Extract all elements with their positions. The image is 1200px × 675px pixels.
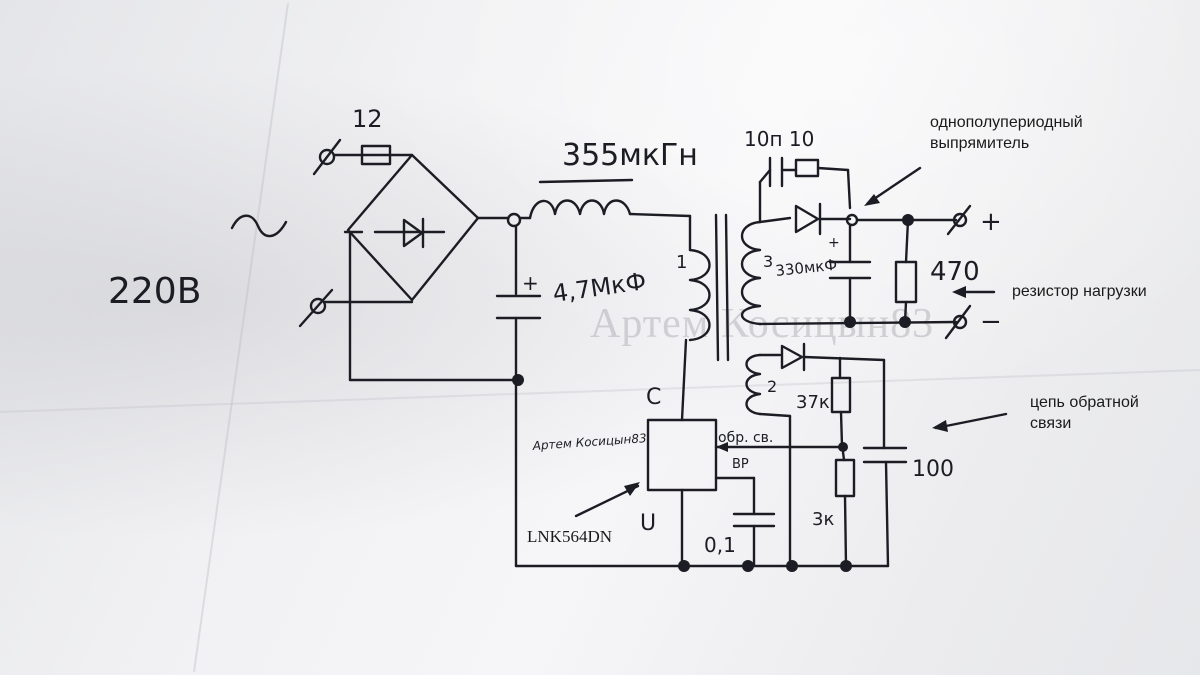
ic-part-number: LNK564DN (527, 527, 612, 546)
output-terminal-minus (952, 314, 968, 330)
node-positive-rail (506, 212, 522, 228)
output-diode-icon (794, 204, 820, 234)
junction-dot (512, 374, 524, 386)
load-resistor (894, 260, 918, 304)
ic-pin-bp-label: BP (732, 457, 749, 472)
ic-author-scribble: Артем Косицын83 (531, 431, 647, 453)
input-terminal-top (318, 148, 336, 166)
feedback-winding (745, 353, 762, 416)
rectifier-pointer-arrowhead (864, 194, 880, 206)
ic-pin-u-label: U (640, 511, 656, 536)
junction-dot (840, 560, 852, 572)
load-annotation: резистор нагрузки (1012, 283, 1147, 300)
feedback-resistor-top-label: 37к (796, 392, 830, 413)
bp-cap-label: 0,1 (704, 533, 736, 557)
terminal-slash (312, 138, 342, 176)
rectifier-annotation: однополупериодный выпрямитель (930, 112, 1130, 154)
feedback-cap-label: 100 (912, 457, 954, 482)
feedback-resistor-bottom (834, 458, 856, 498)
transformer-core-left (714, 213, 720, 362)
output-minus-sign: − (980, 307, 1002, 337)
output-terminal-plus (952, 212, 968, 228)
output-negative-rail (758, 320, 958, 326)
feedback-diode-icon (780, 344, 804, 370)
terminal-slash (298, 288, 334, 328)
secondary-winding (740, 220, 762, 326)
bulk-capacitor-label: 4,7МкФ (551, 267, 648, 308)
ic-pin-c-label: C (646, 385, 661, 410)
junction-dot (742, 560, 754, 572)
feedback-annotation: цепь обратной связи (1030, 392, 1170, 434)
rectifier-pointer-arrow (866, 166, 922, 205)
bridge-diode-icon (402, 218, 424, 248)
fb-arrow-icon (716, 442, 728, 452)
winding-3-label: 3 (763, 252, 773, 271)
ic-lnk564 (646, 418, 718, 492)
input-inductor (528, 199, 632, 220)
input-voltage-label: 220B (108, 271, 201, 312)
inductor-label: 355мкГн (562, 138, 698, 173)
input-terminal-bottom (309, 297, 327, 315)
output-cap-polarity: + (828, 235, 840, 251)
rectifier-annotation-text: однополупериодный выпрямитель (930, 114, 1083, 152)
snubber-cap-label: 10п 10 (744, 127, 814, 151)
output-capacitor-label: 330мкФ (775, 256, 839, 280)
bulk-cap-polarity: + (522, 271, 539, 295)
inductor-arrow-line (538, 178, 634, 184)
bridge-rectifier (346, 153, 480, 302)
feedback-resistor-bottom-label: 3к (812, 509, 834, 530)
feedback-pointer-arrow (934, 412, 1008, 430)
fuse-label: 12 (352, 105, 383, 133)
primary-winding (688, 248, 711, 342)
feedback-pointer-arrowhead (932, 420, 948, 432)
ic-pointer-arrowhead (624, 482, 640, 496)
junction-dot (678, 560, 690, 572)
feedback-resistor-top (830, 376, 852, 414)
transformer-core-right (724, 213, 730, 362)
load-pointer-arrowhead (952, 286, 966, 298)
output-plus-sign: + (980, 207, 1002, 237)
junction-dot (844, 316, 856, 328)
junction-dot (786, 560, 798, 572)
load-resistor-label: 470 (930, 257, 980, 287)
feedback-annotation-text: цепь обратной связи (1030, 394, 1139, 432)
ac-symbol (230, 214, 288, 238)
snubber-resistor (794, 158, 820, 178)
winding-2-label: 2 (767, 377, 777, 396)
winding-1-label: 1 (676, 252, 687, 273)
ic-pin-fb-label: обр. св. (718, 430, 773, 446)
